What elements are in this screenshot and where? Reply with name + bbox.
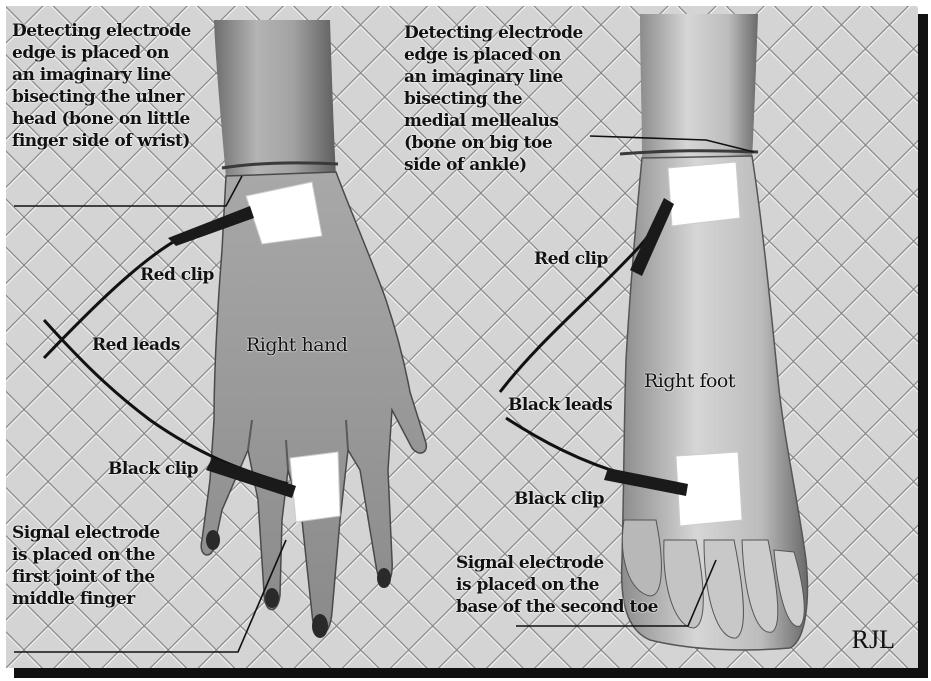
foot-red-clip-label: Red clip — [534, 248, 608, 270]
hand-detecting-line-2: edge is placed on — [12, 42, 191, 64]
hand-detecting-line-5: head (bone on little — [12, 108, 191, 130]
forearm — [214, 20, 336, 178]
foot-detecting-line-2: edge is placed on — [404, 44, 583, 66]
frame-shadow-right — [918, 14, 928, 674]
hand-signal-line-1: Signal electrode — [12, 522, 160, 544]
foot-signal-line-2: is placed on the — [456, 574, 658, 596]
foot-detecting-line-3: an imaginary line — [404, 66, 583, 88]
foot-detecting-line-6: (bone on big toe — [404, 132, 583, 154]
hand-black-clip-label: Black clip — [108, 458, 198, 480]
hand-red-clip-label: Red clip — [140, 264, 214, 286]
hand-detecting-line-4: bisecting the ulner — [12, 86, 191, 108]
foot-signal-line-3: base of the second toe — [456, 596, 658, 618]
hand-red-leads-label: Red leads — [92, 334, 180, 356]
foot-detecting-line-4: bisecting the — [404, 88, 583, 110]
hand-detecting-label: Detecting electrode edge is placed on an… — [12, 20, 191, 152]
foot-black-clip-label: Black clip — [514, 488, 604, 510]
hand-signal-line-2: is placed on the — [12, 544, 160, 566]
ankle-detecting-electrode — [668, 162, 740, 226]
hand-signal-line-3: first joint of the — [12, 566, 160, 588]
hand-signal-label: Signal electrode is placed on the first … — [12, 522, 160, 610]
foot-detecting-line-1: Detecting electrode — [404, 22, 583, 44]
foot-signal-label: Signal electrode is placed on the base o… — [456, 552, 658, 618]
finger-signal-electrode — [290, 452, 340, 522]
foot-detecting-label: Detecting electrode edge is placed on an… — [404, 22, 583, 176]
hand-signal-line-4: middle finger — [12, 588, 160, 610]
right-foot-label: Right foot — [644, 370, 735, 392]
frame-shadow-bottom — [14, 668, 928, 678]
right-hand-label: Right hand — [246, 334, 347, 356]
hand-detecting-line-1: Detecting electrode — [12, 20, 191, 42]
author-signature: RJL — [852, 625, 895, 655]
foot-detecting-line-7: side of ankle) — [404, 154, 583, 176]
ring-nail — [377, 568, 391, 588]
middle-nail — [312, 614, 328, 638]
foot-signal-line-1: Signal electrode — [456, 552, 658, 574]
hand-detecting-line-6: finger side of wrist) — [12, 130, 191, 152]
index-nail — [265, 588, 279, 608]
hand-detecting-line-3: an imaginary line — [12, 64, 191, 86]
thumb-nail — [206, 530, 220, 550]
foot-black-leads-label: Black leads — [508, 394, 612, 416]
foot-detecting-line-5: medial mellealus — [404, 110, 583, 132]
